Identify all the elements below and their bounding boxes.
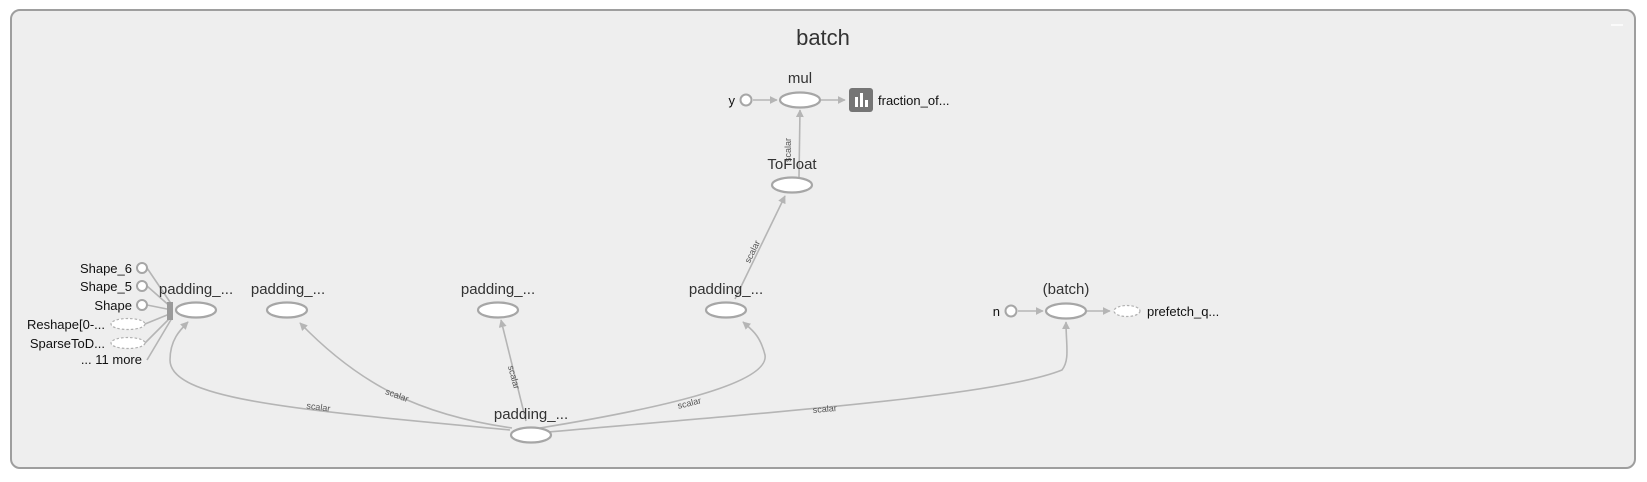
padding-2-title: padding_... — [251, 281, 325, 298]
tofloat-title: ToFloat — [767, 156, 817, 173]
sparse-node[interactable] — [110, 336, 146, 350]
padding-1-title: padding_... — [159, 281, 233, 298]
batch-op-node[interactable] — [1044, 302, 1088, 320]
edge-label-bottom-batch: scalar — [812, 403, 837, 415]
mul-title: mul — [788, 70, 812, 87]
edge-label-bottom-padding1: scalar — [306, 400, 331, 413]
sparse-label: SparseToD... — [30, 336, 105, 351]
shape-5-label: Shape_5 — [80, 279, 132, 294]
prefetch-label: prefetch_q... — [1147, 304, 1219, 319]
padding-3-title: padding_... — [461, 281, 535, 298]
edge-bottom-padding2 — [299, 322, 513, 429]
shape-node[interactable] — [136, 299, 148, 311]
shape-6-node[interactable] — [136, 262, 148, 274]
padding-1-node[interactable] — [174, 301, 218, 319]
mul-node[interactable] — [778, 91, 822, 109]
y-node[interactable] — [739, 93, 753, 107]
shape-6-label: Shape_6 — [80, 261, 132, 276]
n-label: n — [993, 304, 1000, 319]
padding-4-node[interactable] — [704, 301, 748, 319]
edge-bottom-padding4 — [539, 321, 766, 429]
minimize-icon[interactable] — [1606, 16, 1628, 34]
edge-bottom-padding3 — [498, 319, 527, 422]
padding-2-node[interactable] — [265, 301, 309, 319]
reshape-node[interactable] — [110, 317, 146, 331]
n-node[interactable] — [1004, 304, 1018, 318]
shape-label: Shape — [94, 298, 132, 313]
padding-bottom-node[interactable] — [509, 426, 553, 444]
reshape-label: Reshape[0-... — [27, 317, 105, 332]
fraction-label: fraction_of... — [878, 93, 950, 108]
summary-icon[interactable] — [849, 88, 873, 112]
padding-bottom-title: padding_... — [494, 406, 568, 423]
tofloat-node[interactable] — [770, 176, 814, 194]
padding-3-node[interactable] — [476, 301, 520, 319]
more-inputs-label[interactable]: ... 11 more — [81, 352, 142, 367]
shape-5-node[interactable] — [136, 280, 148, 292]
edge-more-padding1 — [146, 317, 173, 361]
edge-bottom-batch — [547, 321, 1071, 433]
edge-shape6-padding1 — [146, 267, 173, 306]
batch-group-box[interactable] — [10, 9, 1636, 469]
padding-4-title: padding_... — [689, 281, 763, 298]
edge-padding4-tofloat — [734, 195, 786, 300]
edge-bundle — [167, 302, 173, 320]
prefetch-node[interactable] — [1113, 304, 1141, 318]
group-title: batch — [796, 25, 850, 50]
y-label: y — [729, 93, 736, 108]
edge-bottom-padding1 — [169, 321, 511, 431]
edge-sparse-padding1 — [144, 315, 173, 344]
edge-label-tofloat-mul: scalar — [783, 138, 793, 162]
edge-tofloat-mul — [795, 109, 804, 178]
batch-op-title: (batch) — [1043, 281, 1090, 298]
